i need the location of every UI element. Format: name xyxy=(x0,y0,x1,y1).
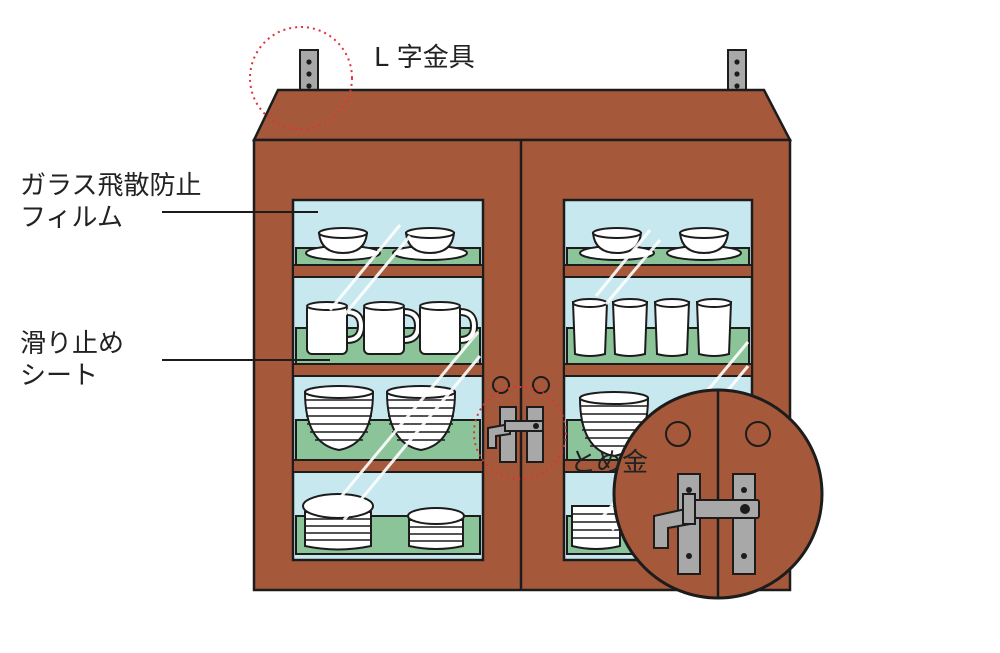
glass-glare xyxy=(328,224,750,531)
highlight-circle-bracket xyxy=(249,26,353,130)
label-l-bracket: L 字金具 xyxy=(374,42,475,74)
highlight-circle-latch xyxy=(473,386,567,480)
label-glass-film-line1: ガラス飛散防止 xyxy=(20,171,202,201)
plate-icon xyxy=(302,493,621,551)
door-knob-icon xyxy=(492,376,550,394)
label-l-bracket-text: L 字金具 xyxy=(374,43,475,73)
latch-icon xyxy=(487,406,544,463)
label-non-slip-sheet: 滑り止め シート xyxy=(20,328,124,392)
latch-zoom-detail xyxy=(612,388,824,600)
label-non-slip-sheet-line1: 滑り止め xyxy=(20,329,125,359)
label-latch: とめ金 xyxy=(570,447,648,479)
shelf xyxy=(292,264,753,473)
label-glass-film-line2: フィルム xyxy=(20,203,123,233)
label-non-slip-sheet-line2: シート xyxy=(20,361,99,391)
label-glass-film: ガラス飛散防止 フィルム xyxy=(20,170,201,234)
cabinet-top xyxy=(252,88,793,142)
label-latch-text: とめ金 xyxy=(570,448,649,478)
